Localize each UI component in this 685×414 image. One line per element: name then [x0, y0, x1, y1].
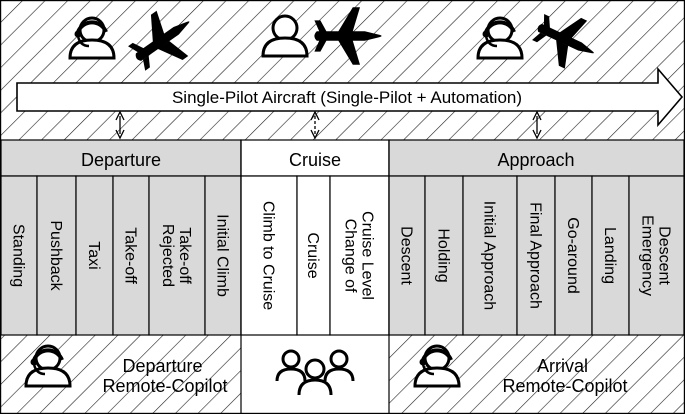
task-label-line: Final Approach [527, 202, 544, 309]
pilot-headset-icon [476, 16, 524, 60]
task-label-initial-climb: Initial Climb [214, 214, 231, 297]
task-cell-landing [591, 175, 630, 336]
cruise-header [240, 139, 390, 177]
task-cell-initial-approach [462, 175, 518, 336]
arrival-copilot-line-1: Arrival [537, 356, 588, 376]
task-label-emergency-descent: EmergencyDescent [639, 215, 673, 296]
task-label-line: Emergency [639, 215, 656, 296]
task-label-change-of-cruise-level: Change ofCruise Level [342, 211, 376, 300]
cruise-connector [310, 110, 320, 140]
person-icon [261, 14, 309, 58]
task-label-pushback: Pushback [47, 220, 64, 291]
task-label-line: Descent [656, 226, 673, 285]
task-label-go-around: Go-around [564, 217, 581, 294]
task-cell-take-off [112, 175, 150, 336]
task-label-line: Initial Approach [481, 201, 498, 310]
banner-arrow [16, 66, 684, 128]
task-label-line: Cruise [304, 232, 321, 278]
arrival-copilot-line-2: Remote-Copilot [502, 376, 627, 396]
task-label-line: Descent [398, 226, 415, 285]
task-label-cruise: Cruise [304, 232, 321, 278]
task-label-take-off: Take-off [122, 227, 139, 284]
task-label-climb-to-cruise: Climb to Cruise [260, 201, 277, 310]
airplane-icon [314, 7, 382, 65]
top-hatched-band [0, 0, 685, 140]
task-label-line: Go-around [564, 217, 581, 294]
task-cell-descent [388, 175, 426, 336]
task-label-holding: Holding [435, 228, 452, 282]
task-cell-emergency-descent [628, 175, 685, 336]
departure-connector [115, 110, 125, 140]
task-label-line: Cruise Level [359, 211, 376, 300]
approach-connector [532, 110, 542, 140]
airplane-icon [532, 14, 594, 69]
task-label-line: Initial Climb [214, 214, 231, 297]
task-cell-rejected-take-off [148, 175, 206, 336]
departure-header-label: Departure [81, 150, 161, 170]
approach-header-label: Approach [497, 150, 574, 170]
task-label-line: Take-off [122, 227, 139, 284]
task-cell-cruise [296, 175, 331, 336]
task-label-line: Standing [10, 224, 27, 287]
task-label-rejected-take-off: RejectedTake-off [159, 224, 193, 287]
task-cell-standing [0, 175, 38, 336]
approach-header [388, 139, 685, 177]
task-label-line: Take-off [176, 227, 193, 284]
cruise-header-label: Cruise [289, 150, 341, 170]
task-cell-final-approach [516, 175, 556, 336]
departure-copilot-label: Departure Remote-Copilot [102, 356, 227, 396]
task-label-taxi: Taxi [85, 241, 102, 269]
task-cell-pushback [36, 175, 77, 336]
task-label-line: Pushback [47, 220, 64, 291]
pilot-headset-icon [24, 344, 72, 388]
pilot-headset-icon [413, 344, 461, 388]
task-label-line: Landing [601, 227, 618, 284]
task-label-line: Climb to Cruise [260, 201, 277, 310]
task-label-descent: Descent [398, 226, 415, 285]
task-label-standing: Standing [10, 224, 27, 287]
task-label-line: Change of [342, 219, 359, 293]
task-cell-go-around [554, 175, 593, 336]
banner-label: Single-Pilot Aircraft (Single-Pilot + Au… [172, 88, 522, 107]
task-cell-taxi [75, 175, 114, 336]
task-label-final-approach: Final Approach [527, 202, 544, 309]
departure-copilot-line-1: Departure [122, 356, 202, 376]
task-label-line: Rejected [159, 224, 176, 287]
task-cell-change-of-cruise-level [329, 175, 390, 336]
task-cell-initial-climb [204, 175, 242, 336]
task-label-landing: Landing [601, 227, 618, 284]
group-icon [275, 349, 355, 396]
arrival-copilot-label: Arrival Remote-Copilot [502, 356, 627, 396]
task-cell-climb-to-cruise [240, 175, 298, 336]
airplane-icon [128, 10, 190, 71]
departure-copilot-line-2: Remote-Copilot [102, 376, 227, 396]
task-label-initial-approach: Initial Approach [481, 201, 498, 310]
task-label-line: Holding [435, 228, 452, 282]
task-cell-holding [424, 175, 464, 336]
task-label-line: Taxi [85, 241, 102, 269]
pilot-headset-icon [68, 16, 116, 60]
